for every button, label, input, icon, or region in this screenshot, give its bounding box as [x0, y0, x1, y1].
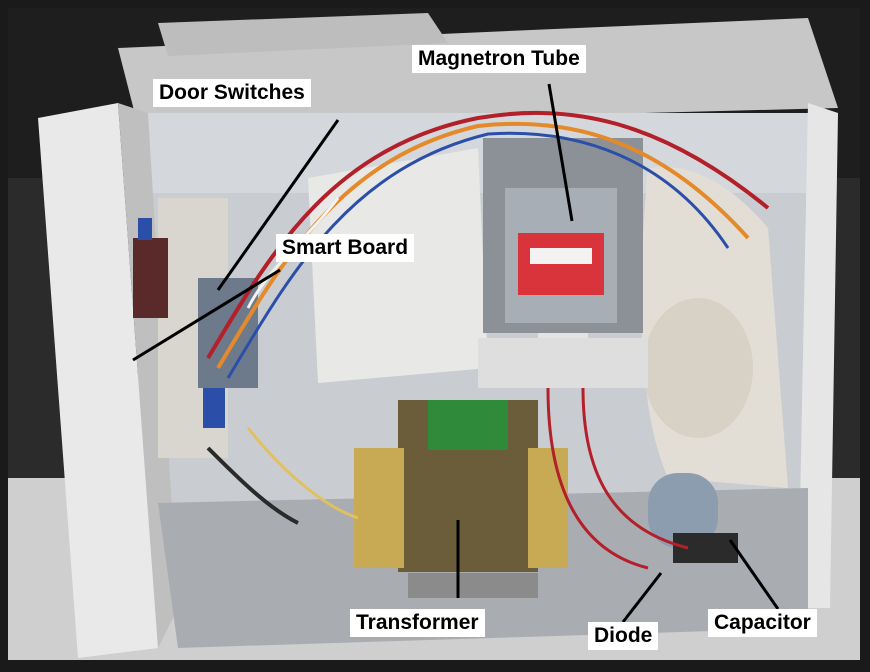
wire-red-hv-2 — [581, 387, 689, 550]
diode-label: Diode — [588, 622, 659, 650]
pointer-door-switches — [216, 119, 340, 291]
door-frame — [38, 103, 158, 658]
door-switches-label: Door Switches — [153, 79, 311, 107]
wire-harness-blue — [226, 131, 730, 379]
microwave-interior-photo — [8, 8, 860, 660]
top-rear-panel — [158, 13, 448, 56]
waveguide-housing — [308, 148, 488, 383]
pointer-diode — [621, 572, 663, 623]
wire-harness-red — [206, 110, 770, 360]
smart-board-pcb — [198, 278, 258, 388]
latch-hook — [133, 238, 168, 318]
pointer-magnetron-tube — [547, 83, 574, 222]
capacitor-body — [648, 473, 718, 548]
door-switch-blue-lower — [203, 388, 225, 428]
transformer-coil-right — [528, 448, 568, 568]
wire-black — [206, 446, 299, 525]
wire-harness-orange — [216, 121, 750, 370]
photo-frame: Magnetron Tube Door Switches Smart Board… — [8, 8, 860, 660]
right-cabinet-wall — [798, 103, 838, 608]
pointer-capacitor — [728, 539, 780, 610]
capacitor-label: Capacitor — [708, 609, 817, 637]
door-switch-blue — [138, 218, 152, 240]
transformer-coil-left — [354, 448, 404, 568]
transformer-label: Transformer — [350, 609, 485, 637]
magnetron-sticker-panel — [530, 248, 592, 264]
pointer-smart-board — [132, 268, 281, 362]
wire-yellow — [246, 427, 359, 520]
wire-red-hv — [546, 387, 649, 570]
magnetron-mount — [478, 338, 648, 388]
smart-board-label: Smart Board — [276, 234, 415, 262]
magnetron-tube-label: Magnetron Tube — [412, 45, 586, 73]
fan-shroud — [643, 298, 753, 438]
transformer-green-tape — [428, 400, 508, 450]
transformer-base — [408, 573, 538, 598]
